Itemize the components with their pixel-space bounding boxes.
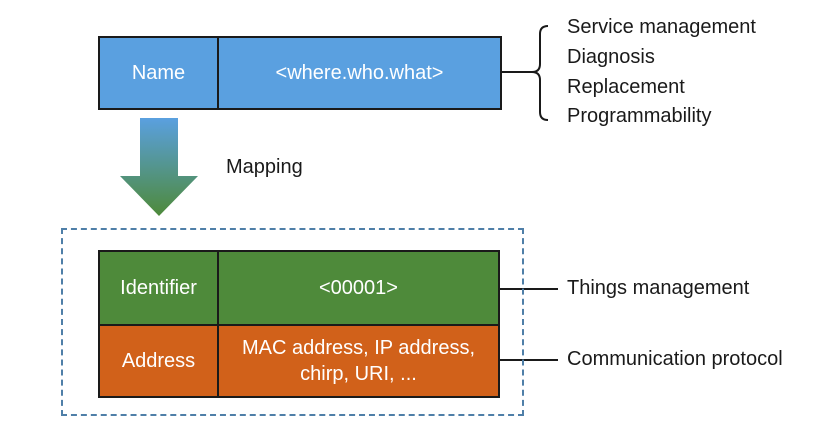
identifier-value: <00001> — [319, 277, 398, 299]
mapping-label: Mapping — [226, 156, 303, 178]
identifier-value-cell: <00001> — [217, 250, 500, 326]
identifier-label-cell: Identifier — [98, 250, 219, 326]
address-value-cell: MAC address, IP address, chirp, URI, ... — [217, 324, 500, 398]
things-management-label: Things management — [567, 277, 750, 299]
purpose-replacement: Replacement — [567, 76, 685, 98]
purpose-programmability: Programmability — [567, 105, 712, 127]
mapping-arrow-icon — [120, 118, 198, 216]
name-label: Name — [131, 62, 186, 84]
purpose-service-management: Service management — [567, 16, 756, 38]
identifier-label: Identifier — [120, 277, 197, 299]
name-value: <where.who.what> — [275, 62, 444, 84]
address-value-line1: MAC address, IP address, — [241, 337, 476, 359]
name-value-cell: <where.who.what> — [217, 36, 502, 110]
address-value-line2: chirp, URI, ... — [300, 363, 417, 385]
purpose-diagnosis: Diagnosis — [567, 46, 655, 68]
address-label: Address — [121, 350, 196, 372]
name-label-cell: Name — [98, 36, 219, 110]
identifier-address-group — [61, 228, 524, 416]
address-label-cell: Address — [98, 324, 219, 398]
brace-icon — [531, 25, 549, 121]
communication-protocol-label: Communication protocol — [567, 348, 783, 370]
